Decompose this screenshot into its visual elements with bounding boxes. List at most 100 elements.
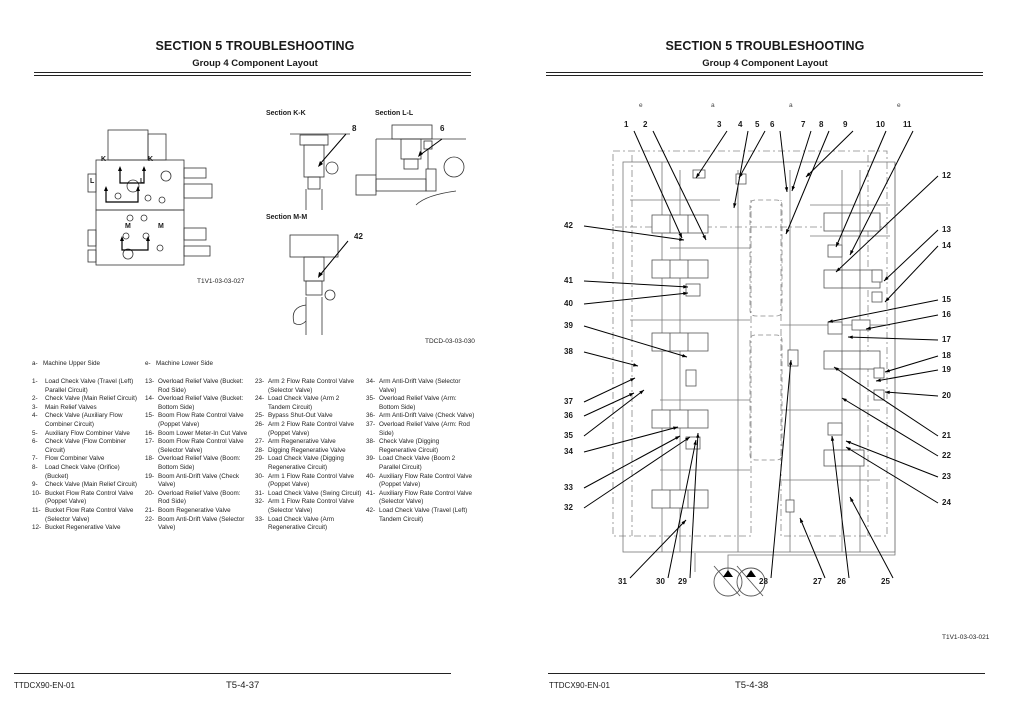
callout-20: 20 bbox=[942, 391, 951, 400]
legend-item: 22-Boom Anti-Drift Valve (Selector Valve… bbox=[145, 516, 253, 533]
arrowhead-icon bbox=[800, 518, 804, 523]
figure-code: TDCD-03-03-030 bbox=[425, 338, 475, 345]
legend-item: 11-Bucket Flow Rate Control Valve (Selec… bbox=[32, 507, 142, 524]
legend-column: 34-Arm Anti-Drift Valve (Selector Valve)… bbox=[366, 378, 476, 524]
arrowhead-icon bbox=[788, 360, 793, 365]
callout-6: 6 bbox=[440, 124, 445, 133]
legend-item-number: 30- bbox=[255, 472, 265, 480]
legend-item: 31-Load Check Valve (Swing Circuit) bbox=[255, 490, 363, 499]
legend-item-number: 11- bbox=[32, 506, 41, 514]
callout-12: 12 bbox=[942, 171, 951, 180]
callout-4: 4 bbox=[738, 120, 743, 129]
arrowhead-icon bbox=[834, 367, 839, 372]
legend-item-number: 27- bbox=[255, 438, 265, 446]
legend-column: 13-Overload Relief Valve (Bucket: Rod Si… bbox=[145, 378, 253, 533]
legend-item-label: Boom Anti-Drift Valve (Selector Valve) bbox=[158, 515, 245, 532]
leader-line bbox=[629, 519, 687, 579]
leader-line bbox=[845, 446, 939, 504]
legend-item-number: 31- bbox=[255, 489, 265, 497]
legend-item-number: 40- bbox=[366, 472, 376, 480]
leader-line bbox=[583, 426, 679, 453]
legend-item-number: 14- bbox=[145, 395, 155, 403]
legend-item: 14-Overload Relief Valve (Bucket: Bottom… bbox=[145, 395, 253, 412]
legend-item-label: Load Check Valve (Orifice) (Bucket) bbox=[45, 463, 120, 480]
legend-item: 13-Overload Relief Valve (Bucket: Rod Si… bbox=[145, 378, 253, 395]
section-kk-drawing bbox=[290, 133, 350, 210]
footer-page-number: T5-4-38 bbox=[735, 680, 769, 691]
legend-item-label: Digging Regenerative Valve bbox=[268, 446, 346, 454]
legend-item: 27-Arm Regenerative Valve bbox=[255, 438, 363, 447]
leader-line bbox=[845, 440, 939, 478]
arrowhead-icon bbox=[846, 441, 851, 445]
leader-line bbox=[583, 377, 636, 403]
arrowhead-icon bbox=[679, 237, 684, 242]
legend-item: 24-Load Check Valve (Arm 2 Tandem Circui… bbox=[255, 395, 363, 412]
arrowhead-icon bbox=[673, 426, 678, 430]
figure-code: T1V1-03-03-021 bbox=[942, 634, 990, 641]
legend-item-label: Auxiliary Flow Rate Control Valve (Selec… bbox=[379, 489, 472, 506]
legend-item-number: 1- bbox=[32, 378, 38, 385]
legend-item: 1-Load Check Valve (Travel (Left) Parall… bbox=[32, 378, 142, 395]
leader-line bbox=[779, 130, 788, 193]
leader-line bbox=[583, 435, 681, 489]
legend-item-label: Check Valve (Main Relief Circuit) bbox=[45, 481, 137, 489]
legend-item: 39-Load Check Valve (Boom 2 Parallel Cir… bbox=[366, 455, 476, 472]
legend-item-label: Load Check Valve (Boom 2 Parallel Circui… bbox=[379, 455, 456, 471]
legend-item-number: 9- bbox=[32, 481, 38, 489]
side-marker-lower: e bbox=[897, 102, 901, 109]
left-page: SECTION 5 TROUBLESHOOTING Group 4 Compon… bbox=[14, 39, 476, 691]
arrowhead-icon bbox=[848, 335, 853, 339]
legend-item-number: 25- bbox=[255, 412, 265, 420]
legend-item-number: 39- bbox=[366, 455, 376, 463]
leader-line bbox=[695, 130, 728, 179]
header-rule bbox=[34, 72, 471, 76]
leader-line bbox=[884, 391, 939, 397]
leader-line bbox=[633, 130, 683, 239]
legend-item-label: Load Check Valve (Arm 2 Tandem Circuit) bbox=[268, 395, 340, 411]
leader-line bbox=[799, 517, 826, 579]
callout-25: 25 bbox=[881, 577, 890, 586]
section-ll-drawing bbox=[355, 124, 466, 206]
callout-5: 5 bbox=[755, 120, 760, 129]
legend-item-label: Bucket Regenerative Valve bbox=[45, 524, 121, 532]
legend-item-label: Load Check Valve (Travel (Left) Tandem C… bbox=[379, 506, 468, 523]
legend-item: 15-Boom Flow Rate Control Valve (Poppet … bbox=[145, 412, 253, 429]
callout-41: 41 bbox=[564, 276, 573, 285]
arrowhead-icon bbox=[846, 447, 851, 451]
side-marker-lower: e bbox=[639, 102, 643, 109]
callout-16: 16 bbox=[942, 310, 951, 319]
legend-item-number: 35- bbox=[366, 395, 376, 403]
section-title-kk: Section K-K bbox=[266, 110, 306, 117]
callout-29: 29 bbox=[678, 577, 687, 586]
arrowhead-icon bbox=[791, 186, 796, 191]
legend-item-label: Arm Anti-Drift Valve (Check Valve) bbox=[379, 412, 475, 420]
legend-item-number: 15- bbox=[145, 412, 155, 420]
legend-item-number: 17- bbox=[145, 438, 155, 446]
callout-31: 31 bbox=[618, 577, 627, 586]
leader-line bbox=[849, 496, 894, 579]
leader-line bbox=[835, 175, 939, 273]
leader-line bbox=[791, 130, 812, 192]
footer-rule bbox=[14, 673, 451, 674]
legend-item-label: Flow Combiner Valve bbox=[45, 455, 105, 463]
legend-side-lower: e- Machine Lower Side bbox=[145, 360, 214, 367]
section-title: SECTION 5 TROUBLESHOOTING bbox=[665, 39, 865, 53]
legend-item-number: 19- bbox=[145, 472, 155, 480]
arrowhead-icon bbox=[678, 233, 682, 238]
arrowhead-icon bbox=[830, 436, 835, 441]
leader-line bbox=[883, 229, 939, 282]
callout-19: 19 bbox=[942, 365, 951, 374]
legend-item-number: 42- bbox=[366, 506, 376, 514]
arrowhead-icon bbox=[828, 319, 833, 323]
arrowhead-icon bbox=[633, 363, 638, 367]
arrowhead-icon bbox=[696, 173, 701, 178]
callout-8: 8 bbox=[352, 124, 357, 133]
legend-item-number: 26- bbox=[255, 420, 265, 428]
legend-item-number: 28- bbox=[255, 446, 265, 454]
footer-page-number: T5-4-37 bbox=[226, 680, 260, 691]
leader-line bbox=[875, 369, 939, 382]
arrowhead-icon bbox=[733, 203, 737, 208]
legend-item-number: 8- bbox=[32, 463, 38, 471]
legend-item-number: 10- bbox=[32, 489, 42, 497]
arrowhead-icon bbox=[850, 250, 854, 255]
